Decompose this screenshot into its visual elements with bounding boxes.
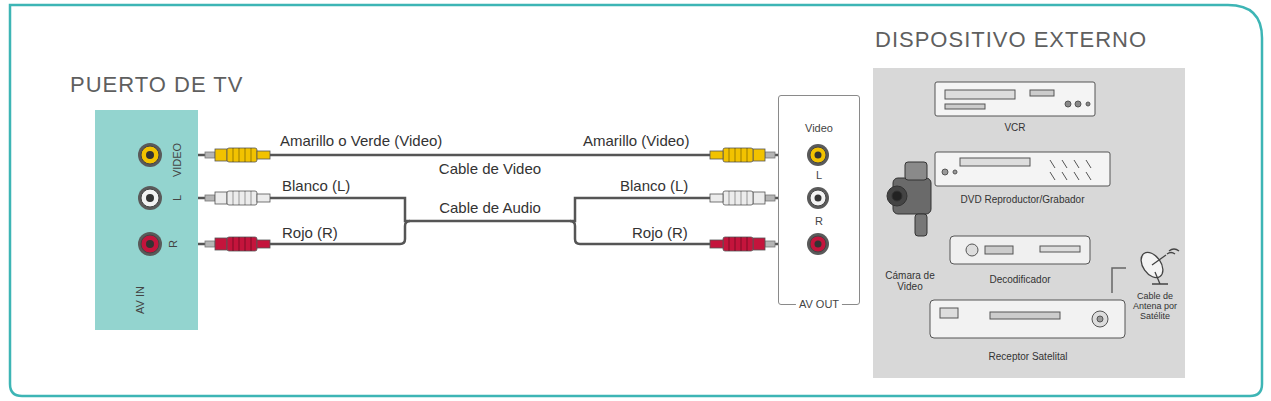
antenna-cable (1112, 268, 1126, 293)
tv-port-panel: PUERTO DE TVVIDEOLRAV IN (95, 110, 198, 330)
dvd-device: DVD Reproductor/Grabador (928, 148, 1117, 205)
rca-jack (807, 144, 829, 166)
camera-drawing (887, 162, 931, 236)
rca-jack (807, 233, 829, 255)
decoder-device: Decodificador (943, 228, 1097, 285)
rca-plug (710, 191, 775, 205)
port-label: Video (805, 122, 833, 135)
rca-plug (205, 237, 270, 251)
vcr-drawing (935, 82, 1095, 116)
cable-name: Cable de Audio (436, 199, 544, 216)
section-heading: DISPOSITIVO EXTERNO (875, 27, 1147, 52)
rca-plug (205, 191, 270, 205)
av-cable (198, 198, 778, 221)
rca-jack (138, 232, 162, 256)
av-cable (198, 154, 778, 157)
satellite-dish: Cable de Antena por Satélite (1126, 250, 1184, 322)
camera-device: Cámara de Video (878, 150, 942, 292)
cable-color-label: Rojo (R) (282, 224, 338, 241)
port-label: AV IN (134, 286, 147, 314)
port-label: R (167, 240, 180, 248)
rca-plug (205, 148, 270, 162)
port-label: L (816, 169, 822, 182)
vcr-device: VCR (928, 78, 1102, 133)
cable-color-label: Rojo (R) (632, 224, 688, 241)
cable-color-label: Amarillo o Verde (Video) (280, 132, 442, 149)
audio-wire (198, 221, 410, 244)
device-panel: DISPOSITIVO EXTERNOVCRDVD Reproductor/Gr… (873, 68, 1185, 378)
satellite-receiver: Receptor Satelital (926, 293, 1130, 362)
cable-color-label: Blanco (L) (620, 177, 688, 194)
rca-jack (807, 187, 829, 209)
port-label: R (815, 215, 823, 228)
rca-jack (138, 186, 162, 210)
device-caption: Receptor Satelital (926, 351, 1130, 363)
dish-drawing (1137, 248, 1179, 284)
cable-color-label: Blanco (L) (282, 177, 350, 194)
port-label: AV OUT (796, 298, 842, 311)
audio-wire (570, 221, 778, 244)
port-label: L (171, 195, 184, 201)
device-caption: VCR (928, 122, 1102, 134)
section-heading: PUERTO DE TV (70, 72, 243, 97)
device-caption: Cámara de Video (878, 270, 942, 292)
rca-jack (138, 143, 162, 167)
rca-plug (710, 237, 775, 251)
decoder-drawing (950, 236, 1090, 264)
cable-color-label: Amarillo (Video) (583, 132, 689, 149)
dvd-drawing (935, 152, 1110, 186)
frame (10, 5, 1262, 396)
device-caption: Cable de Antena por Satélite (1126, 292, 1184, 322)
device-caption: Decodificador (943, 274, 1097, 286)
device-caption: DVD Reproductor/Grabador (928, 194, 1117, 206)
cable-name: Cable de Video (436, 160, 544, 177)
av-out-panel: VideoLRAV OUT (778, 95, 860, 305)
rca-plug (710, 148, 775, 162)
receiver-drawing (930, 300, 1125, 338)
port-label: VIDEO (171, 143, 184, 177)
